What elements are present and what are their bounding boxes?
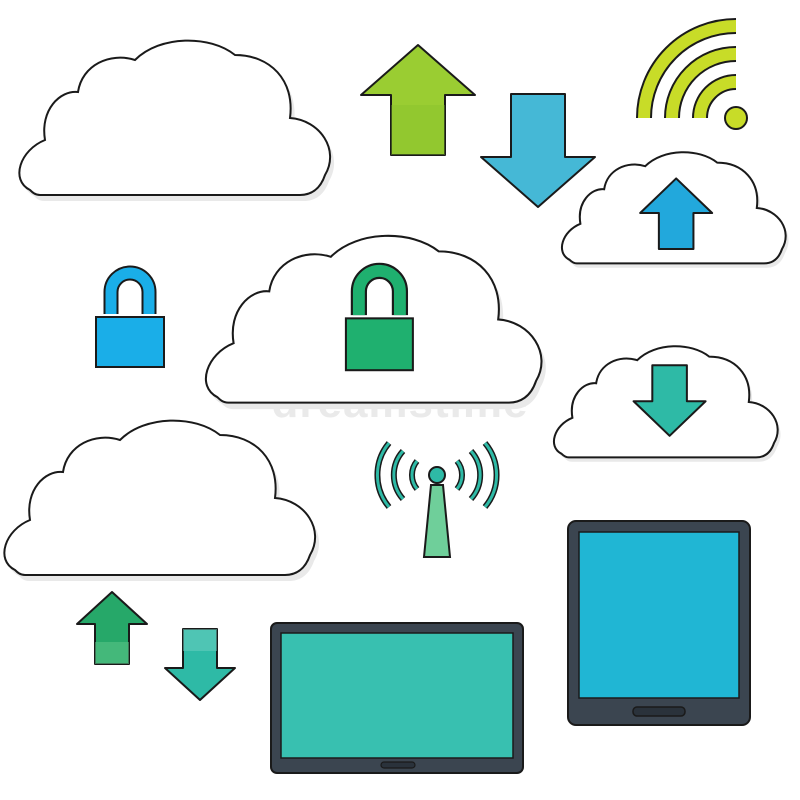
wifi-signal-icon: [636, 18, 748, 130]
cloud-download-icon: [552, 345, 781, 462]
cloud-large-icon: [18, 39, 335, 201]
cloud-upload-icon: [560, 151, 789, 268]
cloud-plain-icon: [3, 419, 320, 581]
padlock-icon: [95, 265, 165, 368]
antenna-tower-icon: [374, 441, 500, 558]
small-upload-arrow-icon: [76, 591, 148, 665]
monitor-device-icon: [270, 622, 524, 774]
tablet-device-icon: [567, 520, 751, 726]
download-arrow-icon: [480, 93, 596, 208]
cloud-lock-icon: [204, 234, 546, 410]
upload-arrow-icon: [360, 44, 476, 156]
small-download-arrow-icon: [164, 628, 236, 701]
